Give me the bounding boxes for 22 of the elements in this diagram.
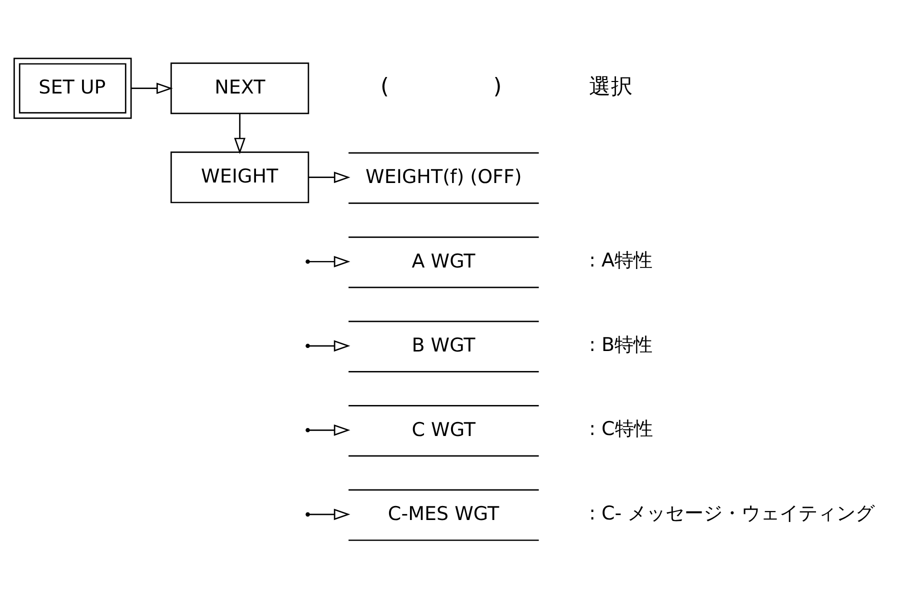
node-label: : B特性	[589, 334, 653, 356]
node-label: : C特性	[589, 418, 653, 440]
node-text: B WGT	[412, 334, 476, 357]
arrow	[309, 340, 350, 352]
node-label: : A特性	[589, 250, 653, 272]
arrow	[309, 256, 350, 268]
node-label: : C- メッセージ・ウェイティング	[589, 502, 875, 524]
node-box: SET UP	[14, 58, 132, 119]
arrow	[309, 424, 350, 436]
node-text: C WGT	[412, 418, 476, 441]
label: 選択	[589, 74, 634, 100]
arrow	[308, 172, 350, 184]
arrow	[309, 508, 350, 520]
node-text: C-MES WGT	[388, 503, 500, 526]
arrow	[131, 82, 173, 94]
node-text: WEIGHT(f) (OFF)	[366, 166, 522, 188]
node-box: NEXT	[170, 62, 310, 114]
label: )	[493, 74, 502, 100]
label: (	[380, 74, 389, 100]
arrow	[234, 114, 246, 154]
node-box: WEIGHT	[170, 152, 310, 204]
node-text: A WGT	[412, 250, 476, 272]
